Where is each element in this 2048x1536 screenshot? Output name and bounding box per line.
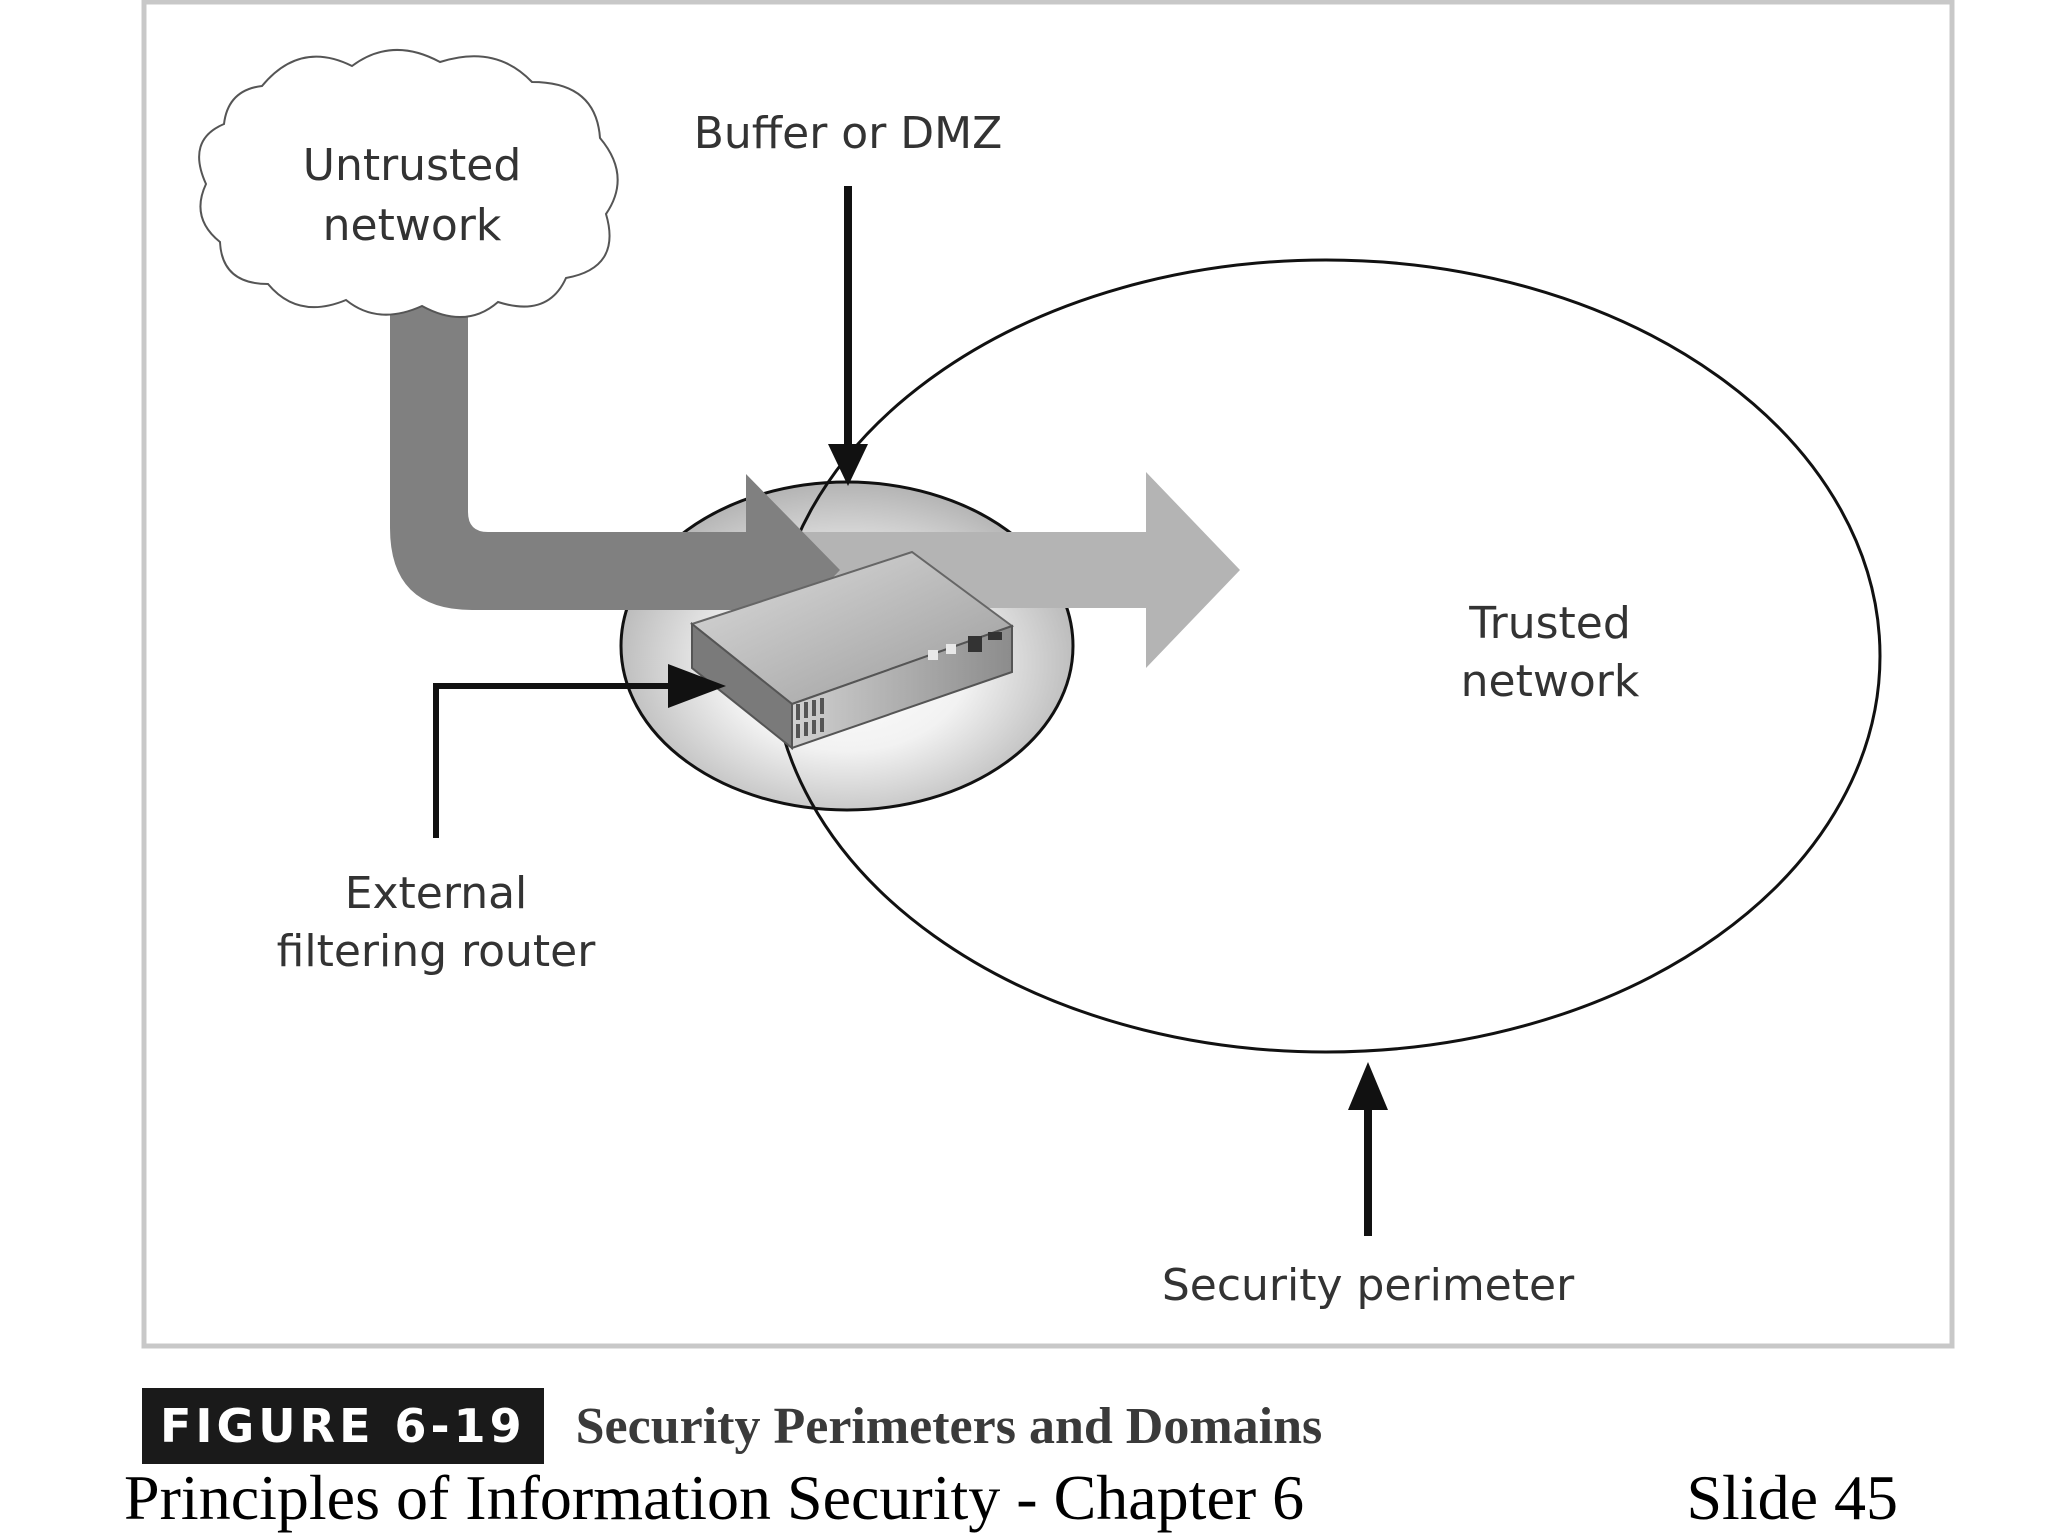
slide-number: Slide 45 xyxy=(1686,1462,1898,1533)
untrusted-network-label-line2: network xyxy=(323,200,502,251)
perimeter-pointer-head xyxy=(1348,1062,1388,1110)
router-label-line2: filtering router xyxy=(277,926,597,977)
traffic-arrow-dark xyxy=(390,292,840,668)
security-perimeter-label: Security perimeter xyxy=(1162,1260,1575,1311)
figure-caption: FIGURE 6-19 Security Perimeters and Doma… xyxy=(142,1386,1322,1466)
untrusted-network-label-line1: Untrusted xyxy=(303,140,522,191)
router-pointer-line xyxy=(433,683,690,838)
figure-title: Security Perimeters and Domains xyxy=(575,1397,1323,1455)
router-pointer-head xyxy=(668,664,726,708)
router-icon xyxy=(689,550,1015,751)
figure-number-badge: FIGURE 6-19 xyxy=(142,1388,544,1464)
router-label-line1: External xyxy=(345,868,528,919)
trusted-network-label-line1: Trusted xyxy=(1468,598,1631,649)
cloud-icon xyxy=(198,49,619,318)
traffic-arrow-light xyxy=(790,472,1240,668)
dmz-pointer-head xyxy=(828,444,868,486)
trusted-network-label-line2: network xyxy=(1461,656,1640,707)
buffer-dmz-label: Buffer or DMZ xyxy=(694,108,1003,159)
slide-footer-title: Principles of Information Security - Cha… xyxy=(124,1462,1305,1533)
